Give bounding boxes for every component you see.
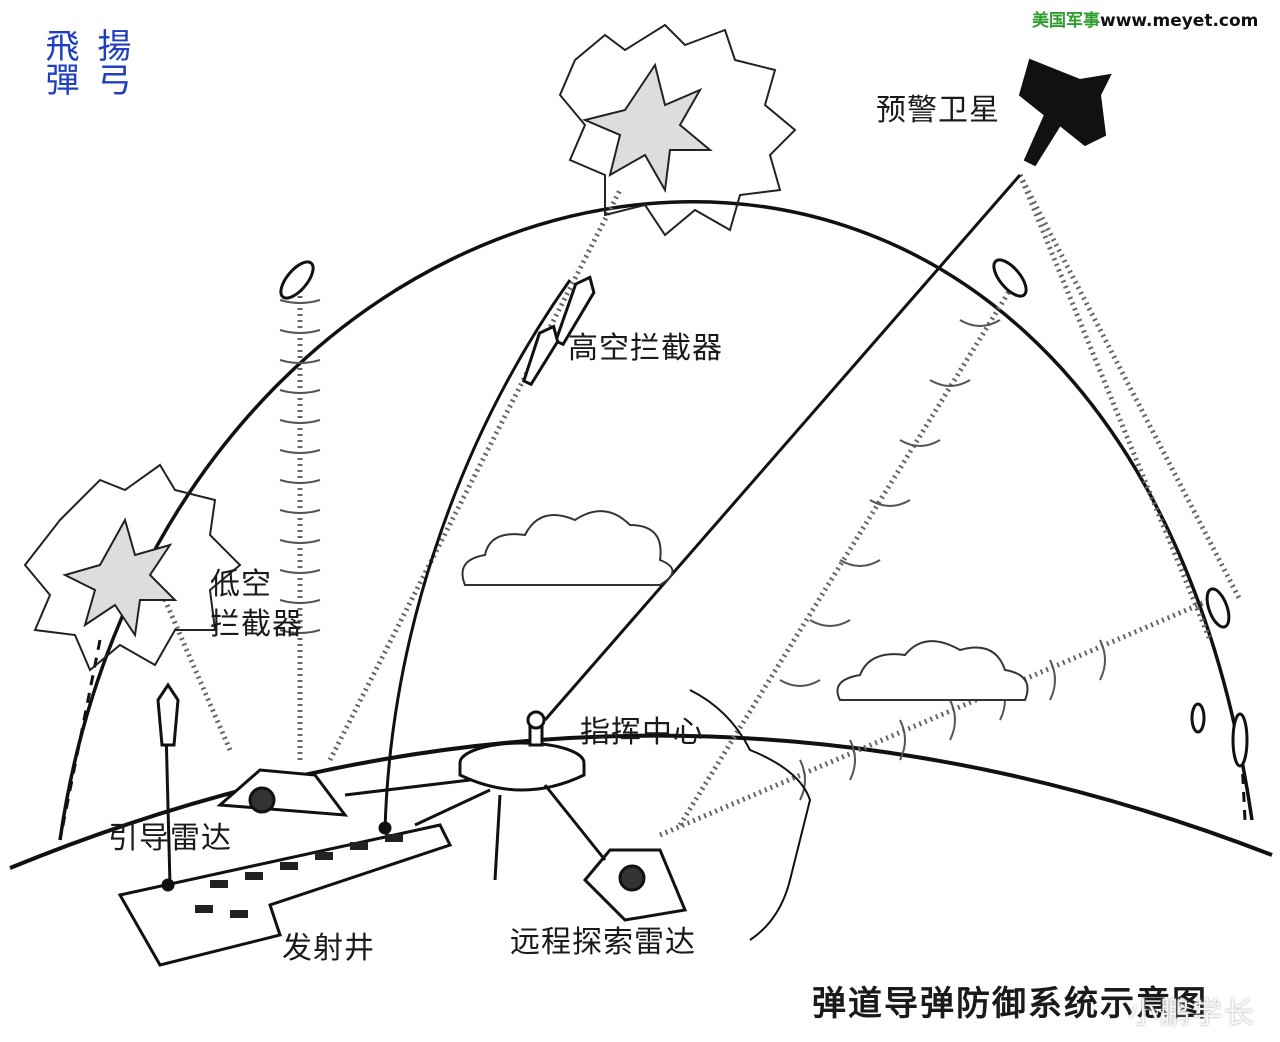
- watermark: 小鹏学长: [1128, 988, 1256, 1032]
- guidance-radar-shape: [220, 770, 345, 815]
- interceptor-rockets: [158, 273, 599, 745]
- clouds: [463, 511, 1028, 700]
- label-early-warning-satellite: 预警卫星: [876, 92, 1000, 130]
- satellite-link: [545, 175, 1020, 720]
- satellite-shape: [1020, 60, 1110, 165]
- low-altitude-explosion: [25, 465, 240, 670]
- site-credit-url: www.meyet.com: [1100, 11, 1258, 31]
- seal-column-1: 揚弓: [92, 28, 130, 96]
- site-credit: 美国军事www.meyet.com: [1032, 6, 1258, 31]
- seal-column-2: 飛彈: [40, 28, 78, 96]
- search-radar-shape: [585, 850, 685, 920]
- site-credit-cn: 美国军事: [1032, 11, 1100, 31]
- label-long-range-search-radar: 远程探索雷达: [510, 924, 696, 962]
- label-guidance-radar: 引导雷达: [108, 820, 232, 858]
- label-low-altitude-interceptor-1: 低空: [210, 566, 272, 604]
- label-command-center: 指挥中心: [580, 714, 704, 752]
- command-center-shape: [460, 712, 584, 790]
- warheads: [275, 255, 1247, 766]
- label-low-altitude-interceptor-2: 拦截器: [210, 606, 303, 644]
- label-launch-silo: 发射井: [282, 930, 375, 968]
- coastline: [690, 690, 810, 940]
- label-high-altitude-interceptor: 高空拦截器: [568, 330, 723, 368]
